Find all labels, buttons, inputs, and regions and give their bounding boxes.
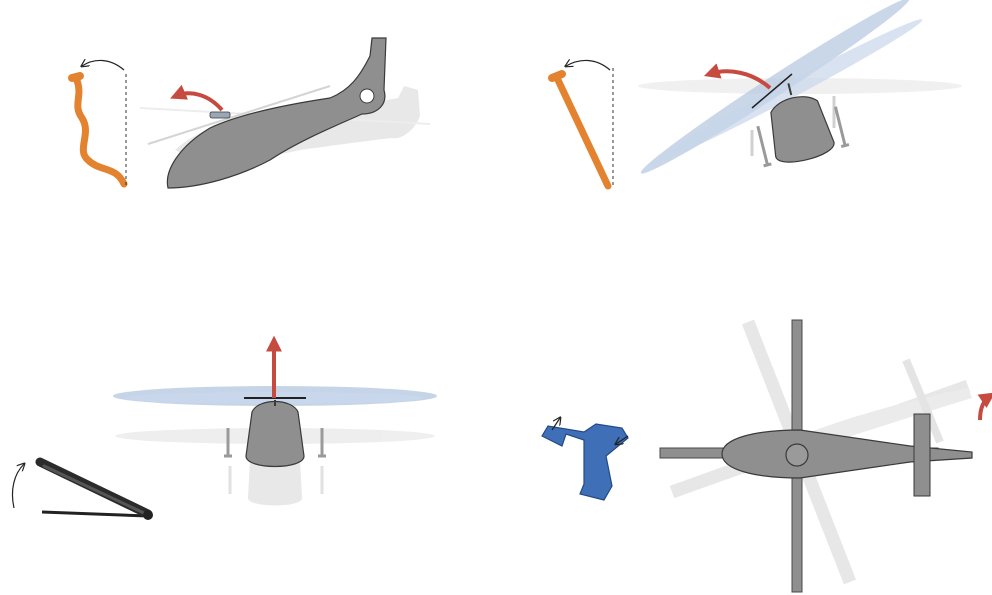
panel-lift <box>12 342 437 520</box>
red-arrow-icon <box>176 93 222 110</box>
curved-arrow-icon <box>82 60 124 70</box>
curved-arrow-icon <box>12 464 24 508</box>
red-arrow-icon <box>980 396 990 420</box>
helicopter-top-yaw <box>660 320 972 592</box>
panel-yaw <box>542 320 990 592</box>
anti-torque-pedals <box>542 424 628 500</box>
cyclic-stick-roll <box>558 80 608 186</box>
tail-stabilizer <box>914 414 930 496</box>
helicopter-side-pitch <box>148 38 386 188</box>
collective-base-line <box>42 512 148 516</box>
fuselage <box>167 38 386 188</box>
panel-roll <box>552 0 962 188</box>
fuselage <box>246 402 304 467</box>
rotor-hub <box>210 112 230 118</box>
rotor-hub <box>786 444 808 466</box>
panel-pitch <box>72 38 430 188</box>
cyclic-stick-pitch <box>76 78 124 184</box>
tail-rotor <box>360 89 374 103</box>
curved-arrow-icon <box>566 60 610 70</box>
